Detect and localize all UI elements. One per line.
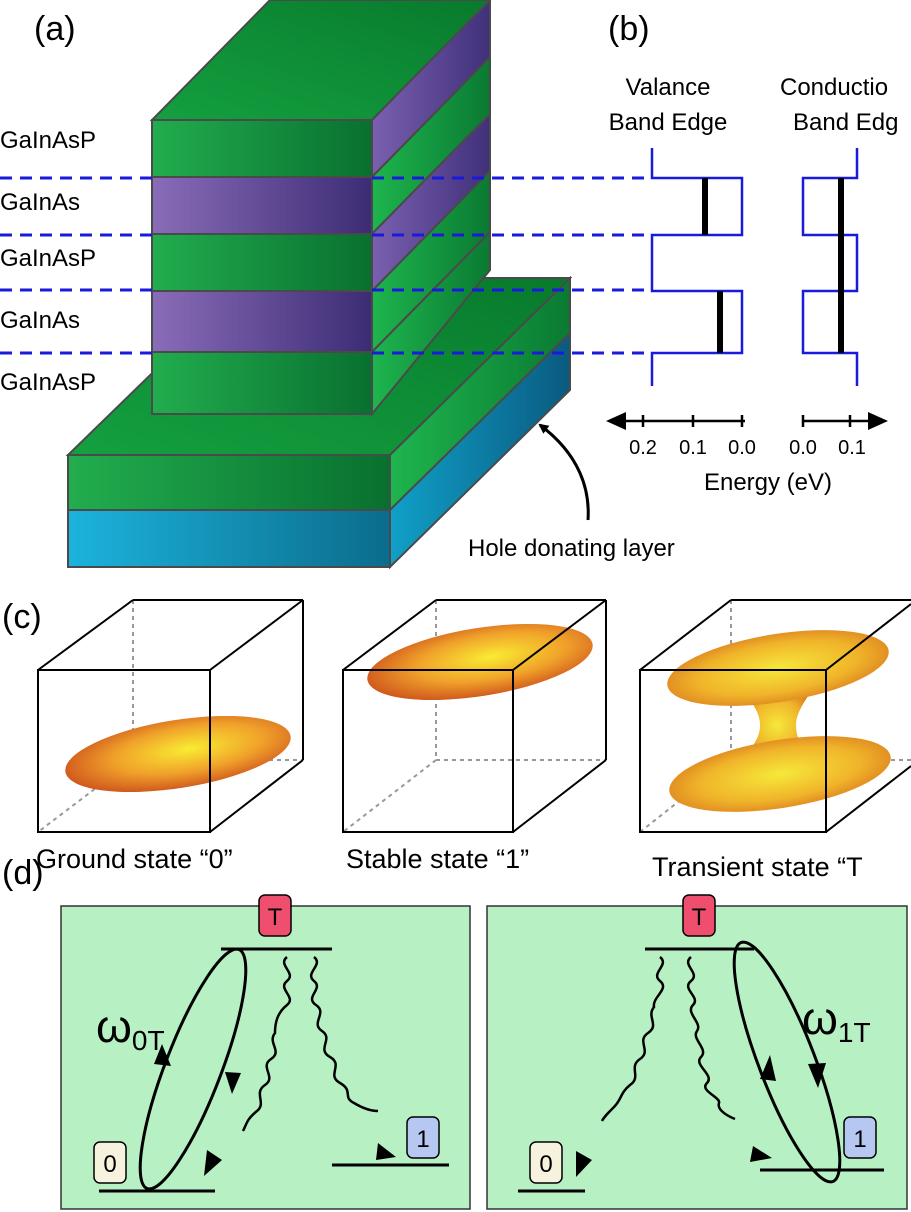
valence-tick-0.1: 0.1 — [679, 437, 707, 459]
valence-title-2: Band Edge — [609, 109, 728, 136]
right-level-0-badge: 0 — [529, 1141, 563, 1184]
left-wavy-decay-to-0 — [241, 956, 292, 1132]
front-layer-2 — [151, 176, 373, 235]
right-excitation-loop — [732, 940, 842, 1184]
conduction-band-profile — [801, 148, 859, 386]
left-level-T-badge: T — [258, 894, 292, 937]
left-loop-arrow-up — [154, 1044, 171, 1066]
right-level-T-badge: T — [682, 894, 716, 937]
front-layer-1 — [151, 119, 373, 178]
valence-axis — [606, 412, 745, 430]
right-wavy-decay-to-1 — [686, 956, 736, 1121]
valence-band-profile — [650, 148, 744, 386]
conduction-title-1: Conductio — [780, 74, 888, 101]
layer-labels: GaInAsP GaInAs GaInAsP GaInAs GaInAsP — [0, 127, 96, 396]
cube-ground — [37, 599, 304, 833]
right-T-text: T — [692, 904, 707, 931]
conduction-axis — [801, 412, 888, 430]
base-cyan-front — [67, 509, 391, 568]
layer-label-5: GaInAsP — [0, 369, 96, 396]
left-decay-arrowhead-1 — [376, 1143, 396, 1160]
conduction-tick-0.1: 0.1 — [838, 437, 866, 459]
right-decay-arrowhead-1 — [750, 1146, 772, 1162]
right-0-text: 0 — [539, 1151, 552, 1178]
valence-tick-0.0: 0.0 — [728, 437, 756, 459]
panel-label-b: (b) — [608, 10, 650, 48]
conduction-title-2: Band Edg — [793, 109, 898, 136]
left-1-text: 1 — [416, 1126, 429, 1153]
right-omega-sub: 1T — [838, 1017, 871, 1048]
interface-lines — [0, 176, 645, 355]
energy-axis-label: Energy (eV) — [704, 469, 832, 496]
right-wavy-decay-to-0 — [600, 956, 665, 1122]
layer-label-3: GaInAsP — [0, 245, 96, 272]
left-level-0-badge: 0 — [93, 1141, 127, 1184]
left-omega: ω — [96, 1000, 132, 1052]
base-green-front — [67, 454, 391, 511]
state-label-transient: Transient state “T — [652, 852, 863, 882]
layer-stack — [65, 0, 573, 570]
layer-label-1: GaInAsP — [0, 127, 96, 154]
left-T-text: T — [268, 904, 283, 931]
stable-wavefunction — [367, 623, 593, 701]
left-wavy-decay-to-1 — [309, 956, 379, 1113]
front-layer-3 — [151, 233, 373, 292]
cube-stable — [342, 599, 607, 833]
panel-label-c: (c) — [2, 598, 42, 636]
conduction-tick-0.0: 0.0 — [789, 437, 817, 459]
front-layer-4 — [151, 290, 373, 353]
right-omega: ω — [802, 992, 838, 1044]
valence-title-1: Valance — [626, 74, 711, 101]
right-decay-arrowhead-0 — [576, 1151, 592, 1177]
right-rate-symbol: ω1T — [802, 992, 871, 1048]
right-loop-arrow-up — [760, 1055, 776, 1081]
state-label-ground: Ground state “0” — [36, 844, 233, 874]
left-decay-arrowhead-0 — [204, 1150, 222, 1176]
base-cyan-side — [389, 330, 571, 570]
side-layer-5 — [371, 229, 491, 417]
layer-label-2: GaInAs — [0, 189, 80, 216]
hole-arrow — [538, 423, 590, 521]
left-0-text: 0 — [103, 1151, 116, 1178]
right-level-1-badge: 1 — [843, 1116, 877, 1159]
left-omega-sub: 0T — [132, 1025, 165, 1056]
left-level-1-badge: 1 — [406, 1116, 440, 1159]
hole-label: Hole donating layer — [468, 535, 675, 562]
ground-wavefunction — [65, 715, 291, 793]
right-1-text: 1 — [853, 1126, 866, 1153]
panel-label-d: (d) — [2, 854, 44, 892]
left-loop-arrow-down — [225, 1072, 241, 1094]
left-rate-symbol: ω0T — [96, 1000, 165, 1056]
front-layer-5 — [151, 351, 373, 415]
layer-label-4: GaInAs — [0, 307, 80, 334]
transient-wavefunction-bottom — [669, 736, 891, 812]
state-label-stable: Stable state “1” — [346, 844, 529, 874]
cube-transient — [639, 599, 911, 833]
confined-levels — [702, 178, 844, 353]
valence-tick-0.2: 0.2 — [629, 437, 657, 459]
panel-label-a: (a) — [34, 10, 76, 48]
transition-box-left — [60, 905, 471, 1210]
right-loop-arrow-down — [808, 1063, 826, 1088]
transient-wavefunction-top — [667, 630, 889, 706]
